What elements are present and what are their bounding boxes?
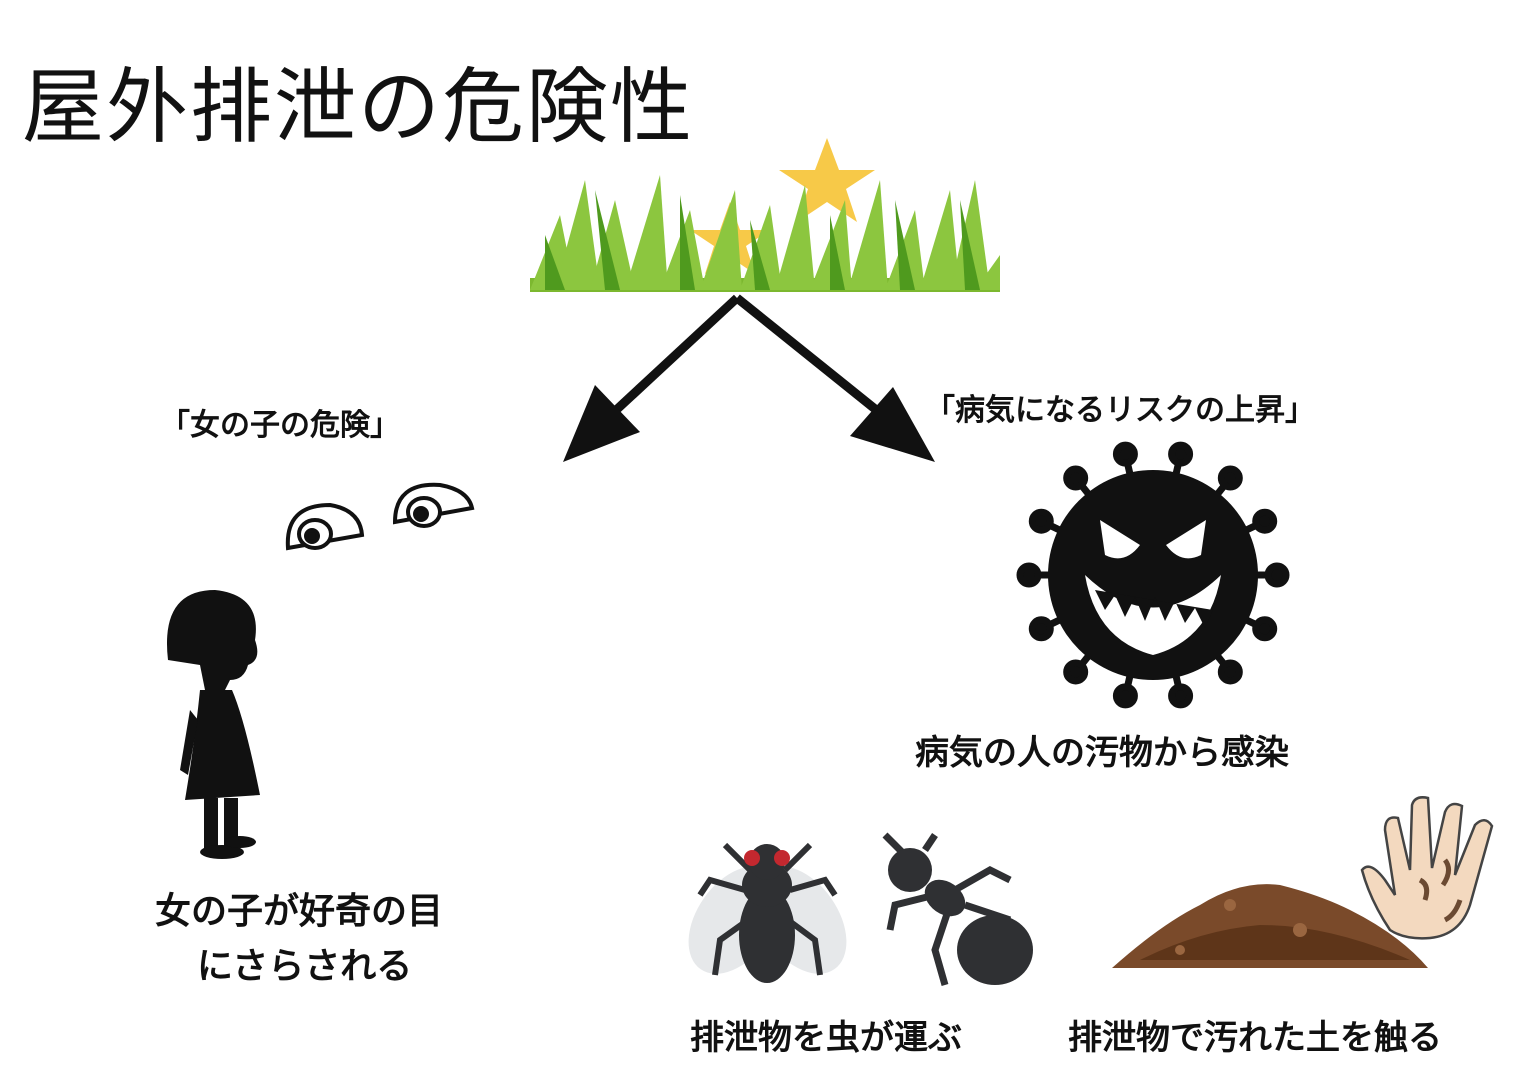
arrow-left-icon [596, 294, 741, 429]
branch-label-disease-risk: 「病気になるリスクの上昇」 [925, 393, 1315, 428]
virus-spike-tip [1112, 441, 1138, 467]
eyes-icon [285, 482, 475, 551]
girl-caption-line2: にさらされる [197, 946, 413, 987]
insect-caption: 排泄物を虫が運ぶ [690, 1018, 962, 1058]
virus-spike-tip [1063, 465, 1089, 491]
virus-spike-tip [1063, 659, 1089, 685]
virus-spike-tip [1217, 465, 1243, 491]
page-title: 屋外排泄の危険性 [22, 60, 695, 155]
branch-label-girl-danger: 「女の子の危険」 [160, 408, 400, 443]
branch-arrows [563, 294, 935, 462]
virus-spike-tip [1252, 616, 1278, 642]
virus-spike-tip [1016, 562, 1042, 588]
virus-spike-tip [1168, 683, 1194, 709]
soil-pile-icon [1112, 884, 1428, 968]
virus-icon [1016, 441, 1290, 709]
girl-caption-line1: 女の子が好奇の目 [155, 891, 444, 932]
dirty-hand-icon [1360, 796, 1494, 940]
virus-spike-tip [1264, 562, 1290, 588]
ant-icon [882, 832, 1033, 986]
virus-spike-tip [1252, 508, 1278, 534]
fly-icon [688, 842, 847, 983]
virus-spike-tip [1112, 683, 1138, 709]
girl-silhouette-icon [166, 590, 260, 859]
virus-caption: 病気の人の汚物から感染 [915, 733, 1289, 773]
virus-spike-tip [1028, 616, 1054, 642]
arrow-right-icon [734, 294, 898, 429]
virus-spike-tip [1217, 659, 1243, 685]
grass-icon [530, 138, 1000, 292]
soil-caption: 排泄物で汚れた土を触る [1068, 1018, 1442, 1058]
virus-spike-tip [1168, 441, 1194, 467]
virus-spike-tip [1028, 508, 1054, 534]
